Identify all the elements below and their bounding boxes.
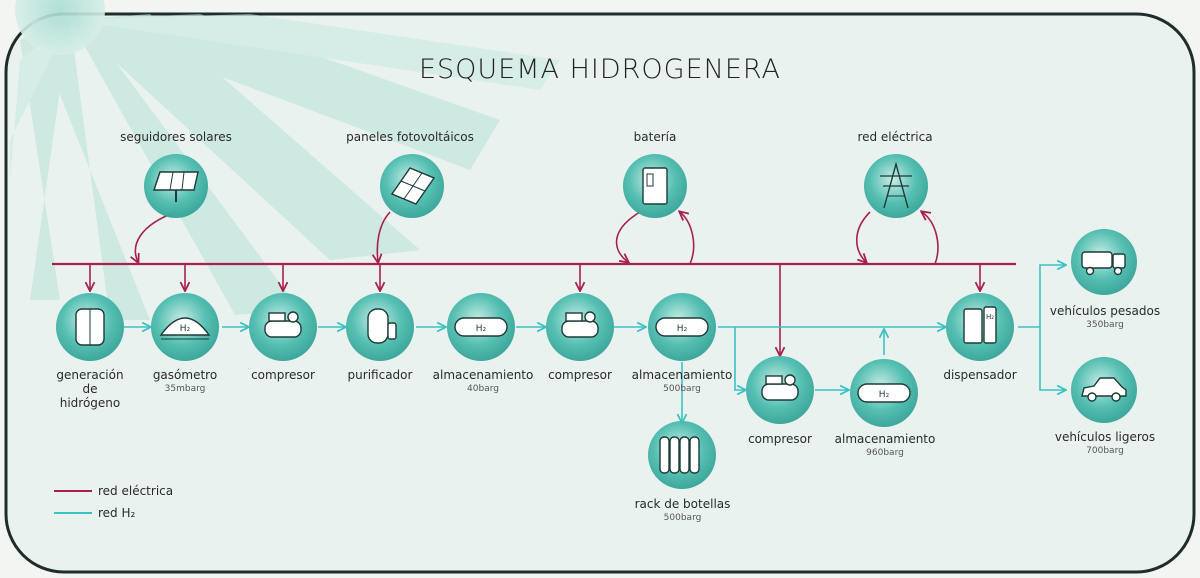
gasometer-icon: H₂ <box>159 317 211 340</box>
source-node-0 <box>144 154 208 218</box>
process-node-2 <box>249 293 317 361</box>
solar-panel-icon <box>390 167 436 205</box>
car-icon <box>1081 377 1127 402</box>
vehicle-node-1 <box>1071 357 1137 423</box>
process-node-8: H₂ <box>850 359 918 427</box>
process-node-5 <box>546 293 614 361</box>
vehicle-label-light: vehículos ligeros <box>1054 430 1156 444</box>
legend-electric-label: red eléctrica <box>98 484 174 498</box>
process-node-1: H₂ <box>151 293 219 361</box>
electrolyzer-icon <box>75 308 105 346</box>
process-label-storage-3: almacenamiento <box>834 432 936 446</box>
source-node-1 <box>380 154 444 218</box>
h2-tank-icon: H₂ <box>454 317 508 337</box>
process-label-storage-1: almacenamiento <box>432 368 534 382</box>
process-label-purifier: purificador <box>347 368 413 382</box>
process-label-electrolyzer: generación de hidrógeno <box>56 368 124 410</box>
process-label-dispenser: dispensador <box>943 368 1017 382</box>
process-sub-storage-1: 40barg <box>467 384 499 394</box>
process-sub-bottle-rack: 500barg <box>663 513 702 523</box>
source-label-solar-trackers: seguidores solares <box>120 130 232 144</box>
svg-text:H₂: H₂ <box>986 313 994 321</box>
source-node-2 <box>623 154 687 218</box>
bottle-rack-icon <box>659 436 700 474</box>
truck-icon <box>1081 251 1126 276</box>
legend-h2-label: red H₂ <box>98 506 136 520</box>
svg-text:H₂: H₂ <box>879 390 890 400</box>
diagram-title: ESQUEMA HIDROGENERA <box>418 54 782 85</box>
process-node-3 <box>346 293 414 361</box>
process-node-0 <box>56 293 124 361</box>
power-tower-icon <box>880 161 912 209</box>
process-label-compressor-3: compresor <box>748 432 812 446</box>
dispenser-icon: H₂ <box>963 306 997 344</box>
purifier-icon <box>367 308 397 344</box>
process-label-compressor-2: compresor <box>548 368 612 382</box>
source-label-pv-panels: paneles fotovoltáicos <box>346 130 474 144</box>
vehicle-sub-light: 700barg <box>1086 446 1124 456</box>
svg-text:H₂: H₂ <box>180 324 191 334</box>
h2-tank-icon: H₂ <box>655 317 709 337</box>
svg-text:H₂: H₂ <box>677 324 688 334</box>
solar-tracker-icon <box>153 171 199 202</box>
process-sub-gasometer: 35mbarg <box>164 384 206 394</box>
compressor-icon <box>264 311 302 338</box>
process-sub-storage-3: 960barg <box>866 448 904 458</box>
source-label-grid: red eléctrica <box>857 130 933 144</box>
compressor-icon <box>761 374 799 401</box>
process-label-bottle-rack: rack de botellas <box>634 497 731 511</box>
vehicle-node-0 <box>1071 229 1137 295</box>
process-label-gasometer: gasómetro <box>152 368 218 382</box>
process-node-4: H₂ <box>447 293 515 361</box>
svg-text:H₂: H₂ <box>476 324 487 334</box>
h2-tank-icon: H₂ <box>857 383 911 403</box>
vehicle-label-heavy: vehículos pesados <box>1049 304 1161 318</box>
process-node-7 <box>746 356 814 424</box>
source-node-3 <box>864 154 928 218</box>
source-label-battery: batería <box>633 130 677 144</box>
process-node-6: H₂ <box>648 293 716 361</box>
battery-icon <box>642 167 668 205</box>
vehicle-sub-heavy: 350barg <box>1086 320 1124 330</box>
process-node-10 <box>648 421 716 489</box>
process-node-9: H₂ <box>946 293 1014 361</box>
sun-icon <box>15 0 105 55</box>
process-sub-storage-2: 500barg <box>663 384 701 394</box>
process-label-compressor-1: compresor <box>251 368 315 382</box>
compressor-icon <box>561 311 599 338</box>
process-label-storage-2: almacenamiento <box>631 368 733 382</box>
